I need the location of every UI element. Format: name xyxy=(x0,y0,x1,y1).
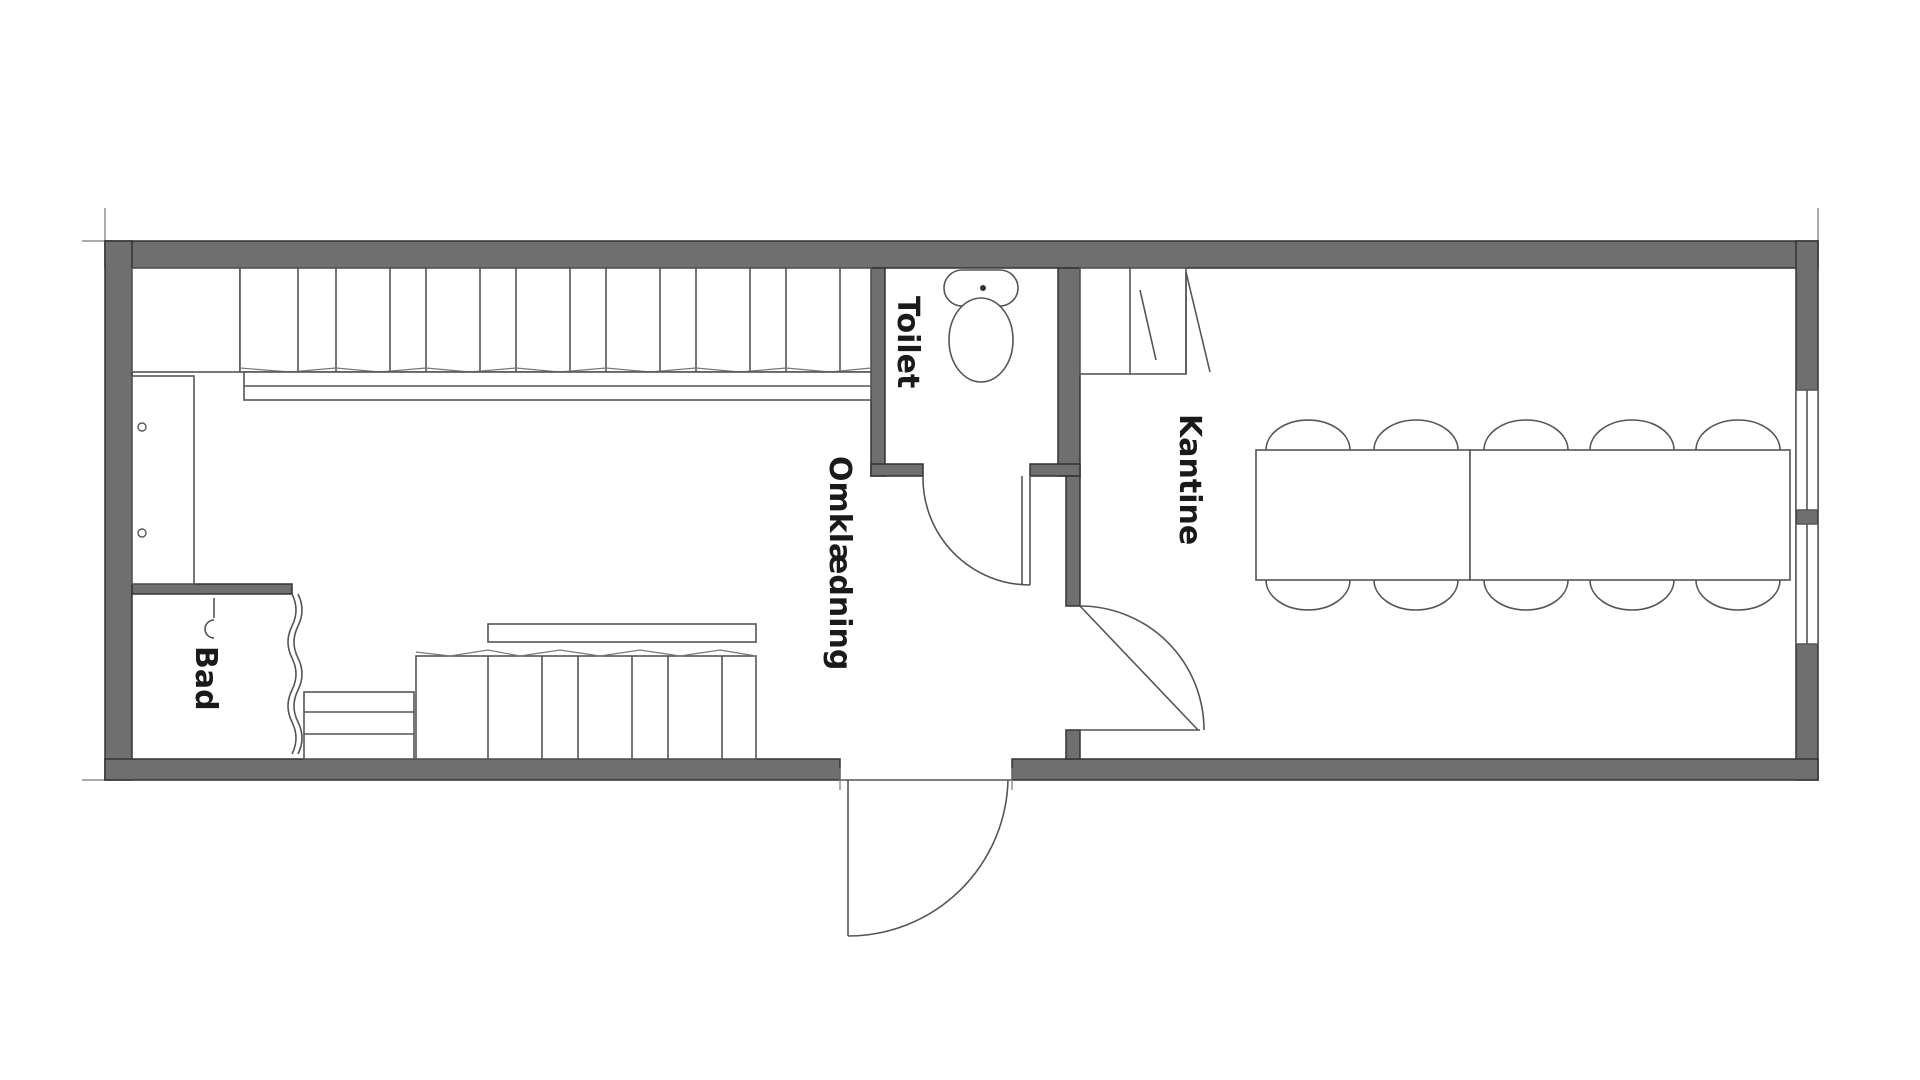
chair-top-5 xyxy=(1695,419,1781,451)
room-label-bad: Bad xyxy=(188,646,223,711)
shower-curtain xyxy=(287,593,303,755)
upper-lockers xyxy=(131,267,872,401)
chair-bottom-5 xyxy=(1695,579,1781,611)
room-label-kantine: Kantine xyxy=(1172,414,1207,545)
exterior-walls xyxy=(104,240,1819,781)
chair-top-1 xyxy=(1265,419,1351,451)
chair-top-3 xyxy=(1483,419,1569,451)
chair-bottom-3 xyxy=(1483,579,1569,611)
dining-table xyxy=(1255,449,1791,581)
chair-bottom-4 xyxy=(1589,579,1675,611)
chair-bottom-1 xyxy=(1265,579,1351,611)
chair-bottom-2 xyxy=(1373,579,1459,611)
toilet-door xyxy=(922,475,1031,586)
room-label-toilet: Toilet xyxy=(890,296,925,388)
chairs xyxy=(1265,419,1781,611)
kantine-door xyxy=(1079,605,1205,731)
entrance-door xyxy=(839,768,1013,937)
left-wall-cabinet xyxy=(131,375,195,585)
windows xyxy=(1795,389,1819,645)
lower-lockers xyxy=(415,623,757,760)
bench xyxy=(303,691,415,760)
kitchenette xyxy=(1079,267,1211,375)
toilet-fixture-icon xyxy=(943,269,1019,383)
shower-head-icon xyxy=(204,598,215,639)
chair-top-2 xyxy=(1373,419,1459,451)
chair-top-4 xyxy=(1589,419,1675,451)
room-label-omklaedning: Omklædning xyxy=(822,456,857,670)
